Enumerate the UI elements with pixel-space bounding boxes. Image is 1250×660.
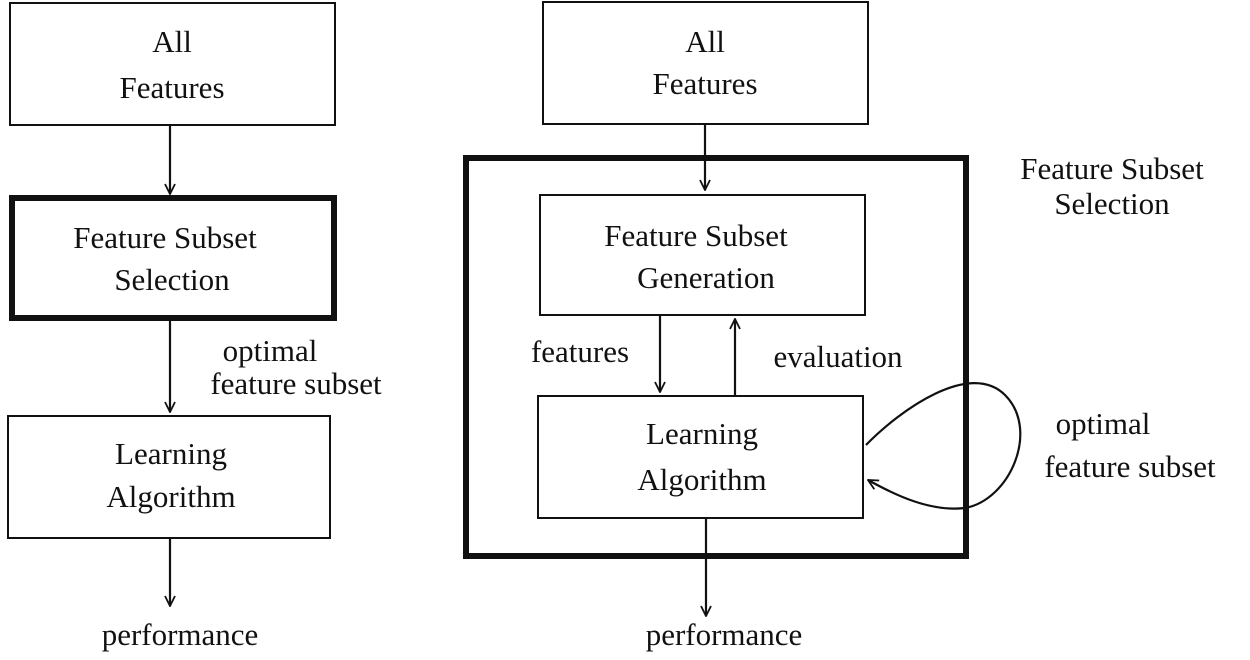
right-optimal-loop-arrow [865,382,1022,510]
right-optimal-label-line1: optimal [1056,406,1151,441]
left-performance-label: performance [102,617,259,652]
left-selection-line2: Selection [114,262,230,297]
left-all-features-line1: All [152,24,192,59]
left-optimal-label-line1: optimal [223,333,318,368]
right-flow: All Features Feature Subset Selection Fe… [463,1,1216,652]
left-optimal-label-line2: feature subset [210,366,382,401]
right-performance-label: performance [646,617,803,652]
right-all-features-line1: All [685,24,725,59]
left-learning-line2: Algorithm [106,479,235,514]
right-all-features-box [542,1,869,125]
left-flow: All Features Feature Subset Selection op… [7,2,382,652]
left-learning-line1: Learning [115,436,227,471]
left-selection-box [9,195,337,321]
right-generation-line2: Generation [637,260,775,295]
right-optimal-label-line2: feature subset [1044,449,1216,484]
right-all-features-line2: Features [652,66,757,101]
right-learning-line2: Algorithm [637,462,766,497]
right-learning-line1: Learning [646,416,758,451]
left-learning-box [7,415,331,539]
right-wrapper-label-line1: Feature Subset [1020,151,1204,186]
right-generation-line1: Feature Subset [604,218,788,253]
right-selection-wrapper [463,155,969,559]
left-all-features-box [9,2,336,126]
right-learning-box [537,395,864,519]
right-features-label: features [531,334,629,369]
left-selection-line1: Feature Subset [73,220,257,255]
left-all-features-line2: Features [119,70,224,105]
right-wrapper-label-line2: Selection [1054,186,1170,221]
right-generation-box [539,194,866,316]
right-evaluation-label: evaluation [773,339,903,374]
